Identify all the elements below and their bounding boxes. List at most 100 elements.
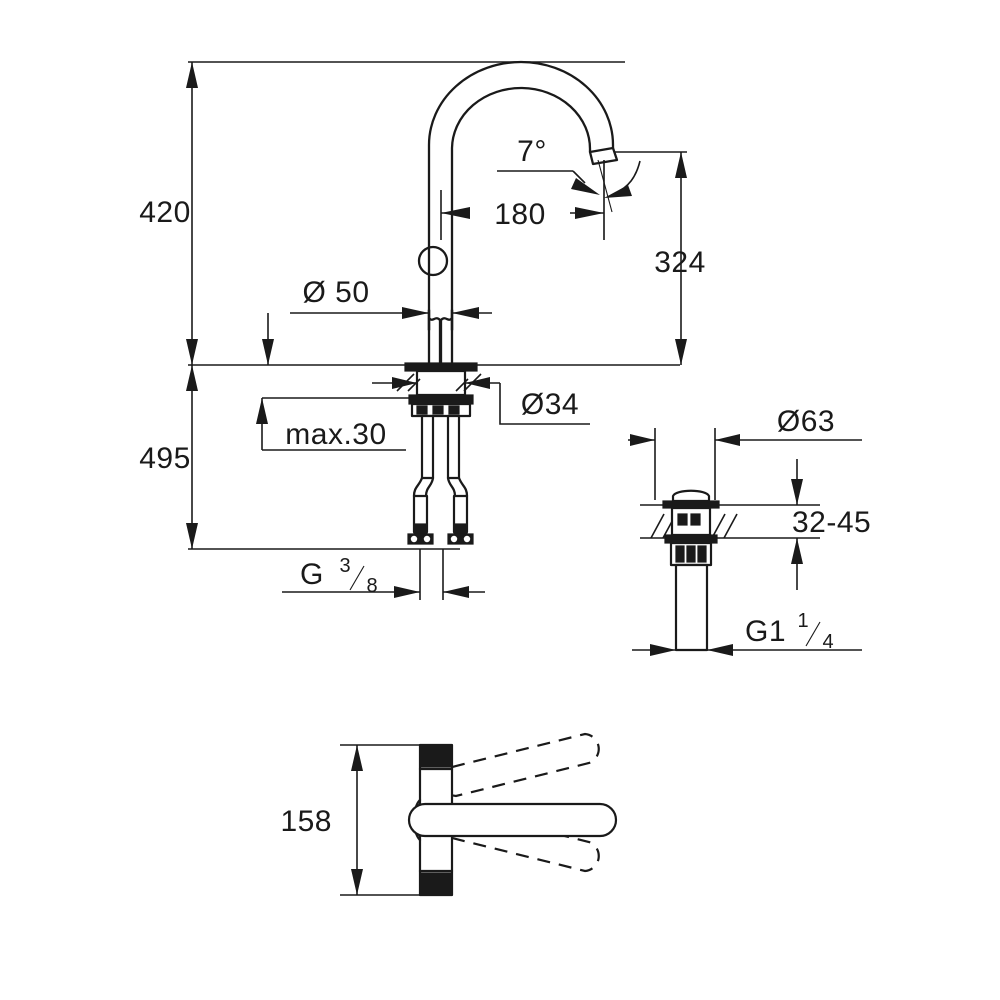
dimension-body-diameter-50: Ø 50	[262, 276, 492, 365]
arrow-max30	[256, 398, 268, 424]
basin-hatch-1	[650, 513, 665, 539]
pop-up-waste-detail-view: Ø63 32-45 G1 1 4	[628, 405, 871, 656]
dim-label-d63: Ø63	[777, 405, 835, 438]
dim-label-158: 158	[280, 805, 332, 838]
arrow-d63-in-left	[630, 434, 655, 446]
dim-label-g38-thread: G	[300, 558, 324, 591]
arrow-3245-down	[791, 479, 803, 505]
dimension-lever-swing-158: 158	[280, 744, 424, 896]
body-plan-cap-bottom	[419, 872, 453, 896]
faucet-body-outline	[404, 60, 619, 545]
dim-label-7deg: 7°	[517, 135, 547, 168]
body-left-profile	[427, 308, 442, 366]
dim-label-g114-thread: G1	[745, 615, 786, 648]
hose-ferrule-left	[413, 523, 428, 535]
nut-hole-left-a	[410, 535, 418, 543]
arrow-7deg-right	[604, 185, 632, 198]
dim-label-420: 420	[139, 196, 191, 229]
dim-label-180: 180	[494, 198, 546, 231]
spout-outlet-tip	[588, 146, 619, 166]
nut-flute-left	[416, 405, 428, 415]
supply-tail-left	[420, 414, 435, 480]
arrow-420-top	[186, 62, 198, 88]
hose-bend-left-outer	[412, 476, 424, 498]
leader-d34	[499, 383, 590, 425]
arrow-g114-in-right	[707, 644, 733, 656]
arrow-324-top	[675, 152, 687, 178]
arrow-420-bottom	[186, 339, 198, 365]
dim-label-3245: 32-45	[792, 506, 871, 539]
arrow-g38-in-left	[394, 586, 420, 598]
nut-hole-right-a	[450, 535, 458, 543]
waste-geometry	[640, 489, 820, 652]
dim-label-g38-denominator: 8	[366, 575, 377, 597]
fraction-bar-g38	[349, 565, 365, 591]
main-elevation-view: 420 495 180 324	[139, 60, 706, 600]
leader-7deg-elbow	[572, 170, 586, 184]
dim-label-g38-numerator: 3	[339, 555, 350, 577]
body-right-profile	[439, 308, 454, 366]
arrow-495-bottom	[186, 523, 198, 549]
lever-centre-solid	[407, 802, 618, 838]
basin-hatch-3	[711, 513, 726, 539]
dim-label-495: 495	[139, 442, 191, 475]
hatch-tick-right-b	[455, 378, 469, 392]
dimension-outlet-height-324: 324	[614, 151, 706, 365]
lever-position-upper-dashed	[441, 732, 600, 798]
dimension-waste-thread-g114: G1 1 4	[632, 600, 862, 656]
dimension-spout-reach-180: 180	[440, 160, 605, 240]
arrow-d50-in-left	[402, 307, 429, 319]
dimension-outlet-angle-7deg: 7°	[497, 135, 641, 240]
waste-nut-flute-b	[686, 545, 696, 563]
dimension-overall-height-420: 420	[139, 61, 680, 366]
arrow-d50-in-right	[452, 307, 479, 319]
waste-cap	[671, 489, 711, 503]
arrow-180-left	[441, 207, 470, 219]
waste-locknut	[664, 534, 718, 544]
arrow-g38-in-right	[443, 586, 469, 598]
arrow-g114-in-left	[650, 644, 676, 656]
mounting-shank	[415, 369, 467, 397]
dimension-max-thickness-30: max.30	[256, 397, 420, 451]
nut-hole-left-b	[423, 535, 431, 543]
arrow-495-top	[186, 365, 198, 391]
lever-swing-positions	[441, 732, 600, 873]
dimension-supply-thread-g38: G 3 8	[282, 549, 485, 600]
arrow-d63-in-right	[715, 434, 740, 446]
outlet-axis-line	[597, 159, 613, 213]
hose-bend-right-outer	[457, 476, 469, 498]
hose-ferrule-right	[453, 523, 468, 535]
spout-outer-curve	[427, 60, 615, 332]
arrow-158-top	[351, 745, 363, 771]
arrow-180-right	[575, 207, 604, 219]
fraction-bar-g114	[805, 621, 821, 647]
supply-tail-right	[446, 414, 461, 480]
arrow-7deg-left	[571, 178, 600, 195]
hose-bend-right-inner	[446, 476, 457, 498]
dim-label-g114-numerator: 1	[797, 610, 808, 632]
nut-flute-mid	[432, 405, 444, 415]
arrow-witness-d50	[262, 339, 274, 365]
arrow-158-bottom	[351, 869, 363, 895]
dim-label-g114-denominator: 4	[822, 631, 833, 653]
dim-label-d50: Ø 50	[302, 276, 369, 309]
waste-slot-left	[677, 513, 688, 526]
waste-nut-flute-c	[697, 545, 707, 563]
hose-bend-left-inner	[424, 476, 435, 498]
lever-pivot-circle	[417, 245, 449, 277]
nut-flute-right	[448, 405, 460, 415]
dimension-flange-diameter-63: Ø63	[628, 405, 862, 500]
waste-slot-right	[690, 513, 701, 526]
arrow-d34-in-right	[465, 377, 490, 389]
waste-nut-flute-a	[675, 545, 685, 563]
dim-label-max30: max.30	[285, 418, 386, 451]
hatch-tick-left-b	[407, 378, 421, 392]
dimension-below-deck-495: 495	[139, 365, 460, 550]
body-plan-cap-top	[419, 744, 453, 768]
arrow-324-bottom	[675, 339, 687, 365]
dim-label-324: 324	[654, 246, 706, 279]
nut-hole-right-b	[463, 535, 471, 543]
dim-label-d34: Ø34	[521, 388, 579, 421]
